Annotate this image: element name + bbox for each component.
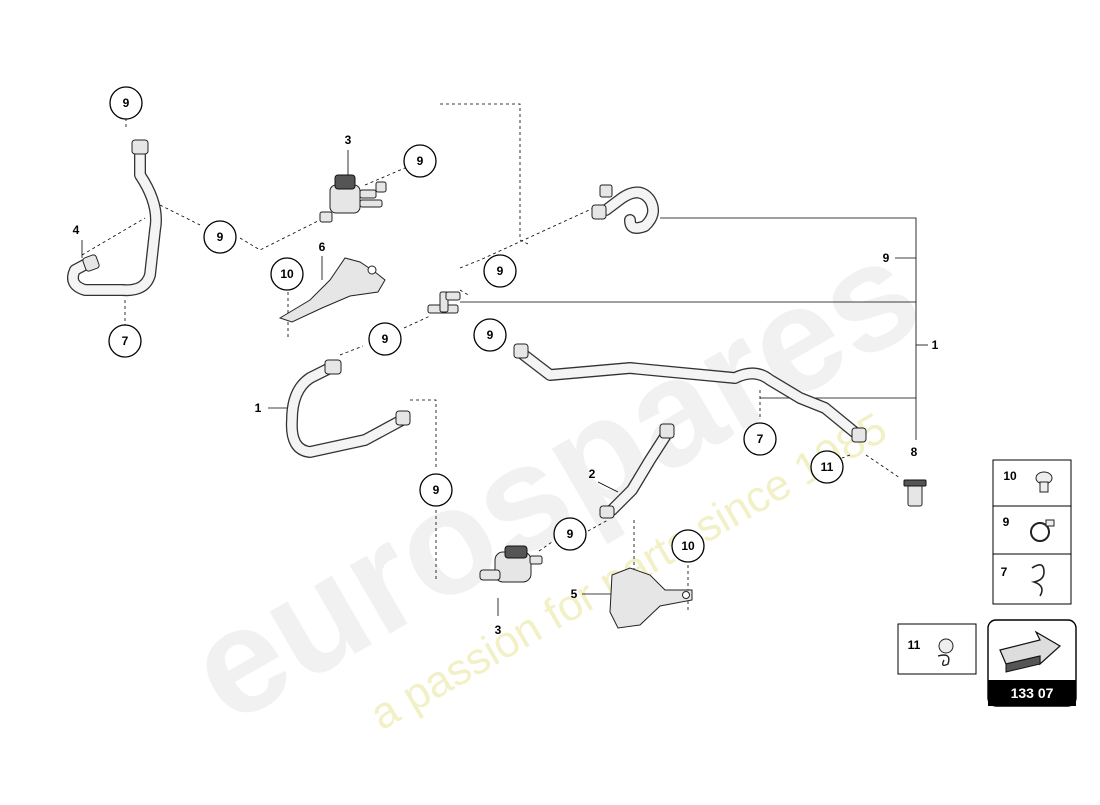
svg-text:9: 9 [567, 527, 574, 541]
hose-middle [599, 423, 675, 519]
label-2: 2 [589, 467, 596, 481]
arrow-icon [999, 630, 1062, 673]
svg-text:9: 9 [123, 96, 130, 110]
label-1-right: 1 [932, 338, 939, 352]
label-3-bottom: 3 [495, 623, 502, 637]
reference-box: 133 07 [987, 619, 1077, 707]
hose-top-left [67, 139, 162, 297]
bracket-upper [278, 257, 386, 323]
t-fitting [427, 291, 461, 314]
label-4: 4 [73, 223, 80, 237]
reference-code: 133 07 [1011, 685, 1054, 701]
item-labels: 4 3 6 1 2 5 3 9 1 8 [73, 133, 939, 637]
hose-clamp-icon [1030, 519, 1055, 542]
svg-text:10: 10 [280, 267, 294, 281]
legend-table: 10 9 7 [992, 459, 1072, 605]
bracket-lower [609, 567, 693, 629]
legend-extra-11: 11 [897, 623, 977, 675]
svg-text:9: 9 [417, 154, 424, 168]
svg-text:9: 9 [497, 264, 504, 278]
label-1-left: 1 [255, 401, 262, 415]
svg-text:11: 11 [821, 460, 834, 474]
svg-text:9: 9 [487, 328, 494, 342]
legend-row-7: 7 [1001, 564, 1045, 597]
legend-row-9: 9 [1003, 515, 1055, 542]
callout-9-mid-b: 9 [368, 322, 402, 356]
valve-bottom [479, 545, 543, 583]
callout-9-mid-c: 9 [473, 318, 507, 352]
label-5: 5 [571, 587, 578, 601]
svg-text:9: 9 [382, 332, 389, 346]
svg-text:11: 11 [908, 638, 921, 652]
callout-9-lower: 9 [553, 517, 587, 551]
callout-10-lower: 10 [671, 529, 705, 563]
watermark: eurospares a passion for parts since 198… [161, 204, 945, 754]
hose-top-right [591, 184, 660, 234]
callouts: 9 7 9 10 9 9 9 9 [108, 86, 844, 563]
callout-9-mid-a: 9 [483, 254, 517, 288]
hose-left-lower [285, 359, 411, 458]
label-3-top: 3 [345, 133, 352, 147]
svg-text:7: 7 [122, 334, 129, 348]
label-9-right: 9 [883, 251, 890, 265]
callout-7-right: 7 [743, 422, 777, 456]
callout-9-upper-mid: 9 [403, 144, 437, 178]
legend-row-10: 10 [1003, 469, 1053, 493]
hose-long-right [513, 343, 867, 443]
svg-text:9: 9 [433, 483, 440, 497]
svg-text:7: 7 [757, 432, 764, 446]
label-8: 8 [911, 445, 918, 459]
callout-9-left: 9 [203, 220, 237, 254]
solid-leaders [81, 150, 928, 616]
svg-text:10: 10 [681, 539, 695, 553]
svg-text:9: 9 [1003, 515, 1010, 529]
label-6: 6 [319, 240, 326, 254]
valve-top [319, 174, 387, 223]
svg-text:9: 9 [217, 230, 224, 244]
svg-text:7: 7 [1001, 565, 1008, 579]
bolt [903, 479, 927, 507]
grommet-icon [1035, 471, 1053, 493]
callout-9-top: 9 [109, 86, 143, 120]
clip-icon [1030, 564, 1045, 597]
callout-9-lower-left: 9 [419, 473, 453, 507]
callout-10-upper: 10 [270, 257, 304, 291]
clip-holder-icon [937, 638, 954, 667]
callout-7-left: 7 [108, 324, 142, 358]
svg-text:10: 10 [1003, 469, 1017, 483]
callout-11-right: 11 [810, 450, 844, 484]
